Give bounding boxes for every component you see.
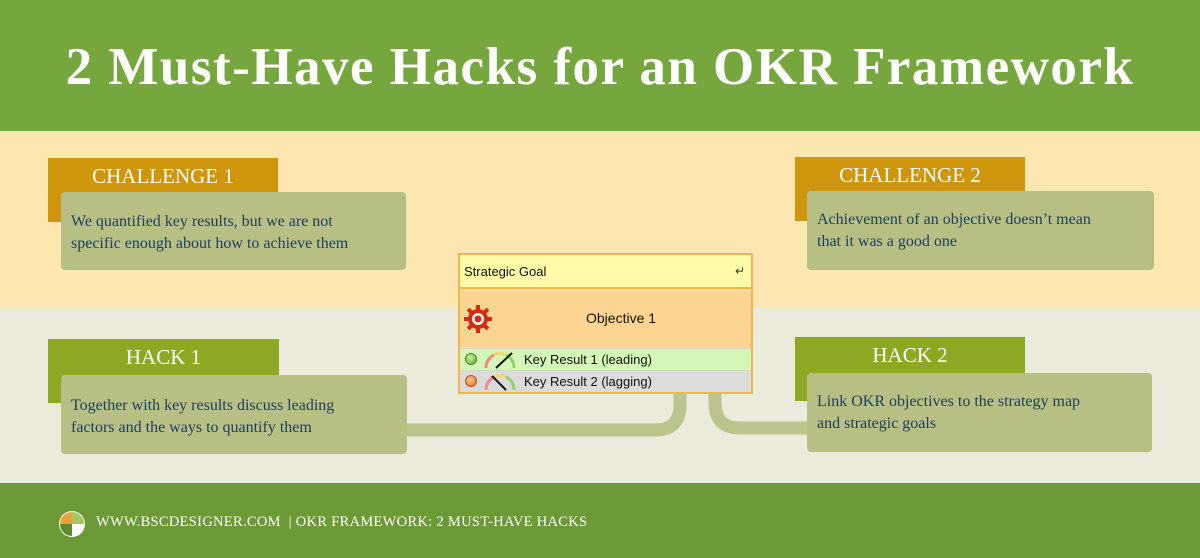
bscdesigner-logo-icon bbox=[59, 511, 85, 537]
page-title: 2 Must-Have Hacks for an OKR Framework bbox=[65, 38, 1135, 96]
hack-2-text-line-2: and strategic goals bbox=[817, 415, 937, 432]
gauge-icon bbox=[484, 352, 516, 369]
footer-band bbox=[0, 483, 1200, 558]
hack-1-label-text: HACK 1 bbox=[125, 345, 202, 369]
hack-1-card: Together with key results discuss leadin… bbox=[61, 375, 407, 454]
objective-row: Objective 1 bbox=[460, 291, 751, 348]
hack-2-label-text: HACK 2 bbox=[872, 343, 948, 367]
status-dot-orange-icon bbox=[465, 375, 477, 387]
challenge-1-label-text: CHALLENGE 1 bbox=[92, 164, 234, 188]
challenge-2-text-line-1: Achievement of an objective doesn’t mean bbox=[817, 211, 1091, 228]
key-result-row: Key Result 2 (lagging) bbox=[460, 370, 751, 392]
hack-2-text-line-1: Link OKR objectives to the strategy map bbox=[817, 393, 1081, 410]
hack-1-text-line-2: factors and the ways to quantify them bbox=[71, 419, 312, 436]
hack-1-text-line-1: Together with key results discuss leadin… bbox=[71, 397, 335, 414]
strategic-goal-row: Strategic Goal ↵ bbox=[460, 255, 751, 289]
challenge-1-card: We quantified key results, but we are no… bbox=[61, 192, 406, 270]
key-result-1-label: Key Result 1 (leading) bbox=[524, 352, 652, 367]
gauge-icon bbox=[484, 374, 516, 391]
hack-2-card: Link OKR objectives to the strategy map … bbox=[807, 373, 1152, 452]
key-result-2-label: Key Result 2 (lagging) bbox=[524, 374, 652, 389]
key-result-row: Key Result 1 (leading) bbox=[460, 348, 751, 370]
strategic-goal-label: Strategic Goal bbox=[464, 264, 547, 279]
challenge-1-text-line-2: specific enough about how to achieve the… bbox=[71, 235, 349, 252]
link-arrow-icon: ↵ bbox=[734, 264, 745, 278]
challenge-1-text-line-1: We quantified key results, but we are no… bbox=[71, 213, 333, 230]
challenge-2-label-text: CHALLENGE 2 bbox=[839, 163, 981, 187]
status-dot-green-icon bbox=[465, 353, 477, 365]
challenge-2-card: Achievement of an objective doesn’t mean… bbox=[807, 191, 1154, 270]
header-band bbox=[0, 0, 1200, 131]
footer-text: WWW.BSCDESIGNER.COM | OKR FRAMEWORK: 2 M… bbox=[96, 514, 588, 530]
challenge-2-text-line-2: that it was a good one bbox=[817, 233, 957, 250]
target-gear-icon bbox=[464, 305, 492, 333]
strategy-map-diagram: Strategic Goal ↵ Objective 1 bbox=[458, 253, 753, 394]
objective-label: Objective 1 bbox=[586, 310, 657, 326]
